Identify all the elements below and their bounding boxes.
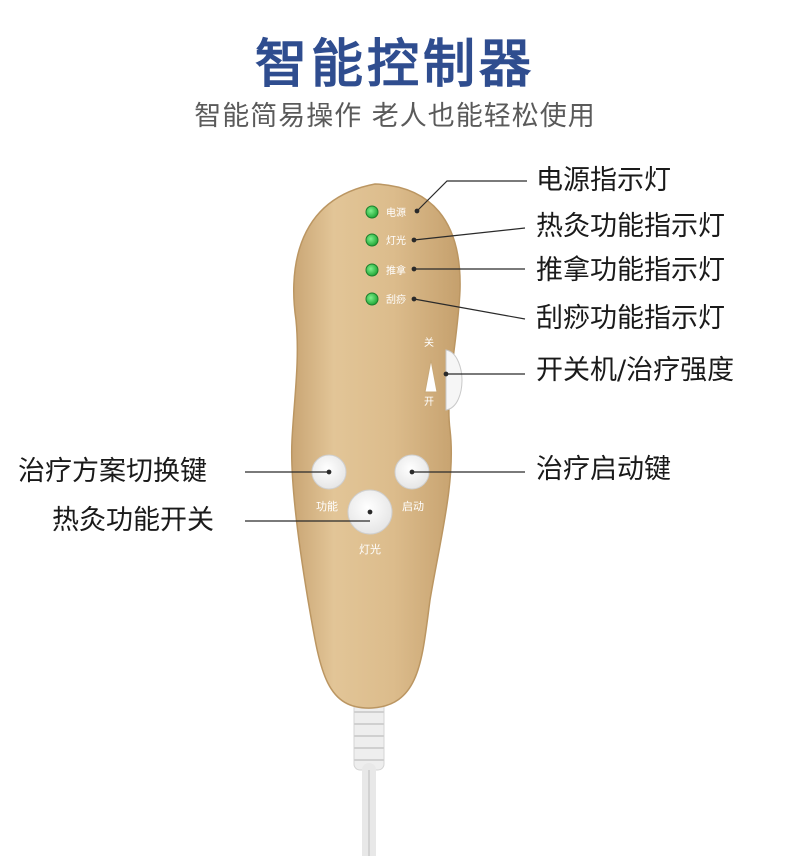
function-button-label: 功能 bbox=[316, 499, 338, 513]
controller-body bbox=[290, 183, 461, 709]
indicator-label-massage: 推拿 bbox=[386, 264, 406, 277]
moxibustion-led bbox=[365, 233, 379, 247]
scraping-led bbox=[365, 292, 379, 306]
callout-moxibustion-indicator: 热灸功能指示灯 bbox=[536, 211, 725, 242]
massage-led bbox=[365, 263, 379, 277]
power-led bbox=[365, 205, 379, 219]
callout-function-button: 治疗方案切换键 bbox=[18, 456, 207, 487]
page-subtitle: 智能简易操作 老人也能轻松使用 bbox=[194, 101, 596, 132]
callout-start-button: 治疗启动键 bbox=[536, 454, 671, 485]
callout-lines bbox=[245, 180, 527, 522]
indicator-label-scraping: 刮痧 bbox=[386, 293, 406, 306]
callout-massage-indicator: 推拿功能指示灯 bbox=[536, 255, 725, 286]
callout-power-indicator: 电源指示灯 bbox=[536, 165, 671, 196]
power-cable bbox=[353, 699, 385, 856]
switch-on-text: 开 bbox=[424, 397, 434, 408]
switch-off-text: 关 bbox=[424, 336, 434, 349]
indicator-label-light: 灯光 bbox=[386, 234, 406, 247]
indicator-label-power: 电源 bbox=[386, 206, 406, 219]
page-title: 智能控制器 bbox=[254, 35, 535, 95]
power-intensity-switch[interactable] bbox=[424, 349, 463, 411]
light-button-label: 灯光 bbox=[359, 542, 381, 556]
start-button-label: 启动 bbox=[402, 500, 424, 513]
callout-light-button: 热灸功能开关 bbox=[52, 505, 214, 536]
callout-scraping-indicator: 刮痧功能指示灯 bbox=[536, 303, 725, 334]
callout-power-switch: 开关机/治疗强度 bbox=[536, 355, 735, 386]
